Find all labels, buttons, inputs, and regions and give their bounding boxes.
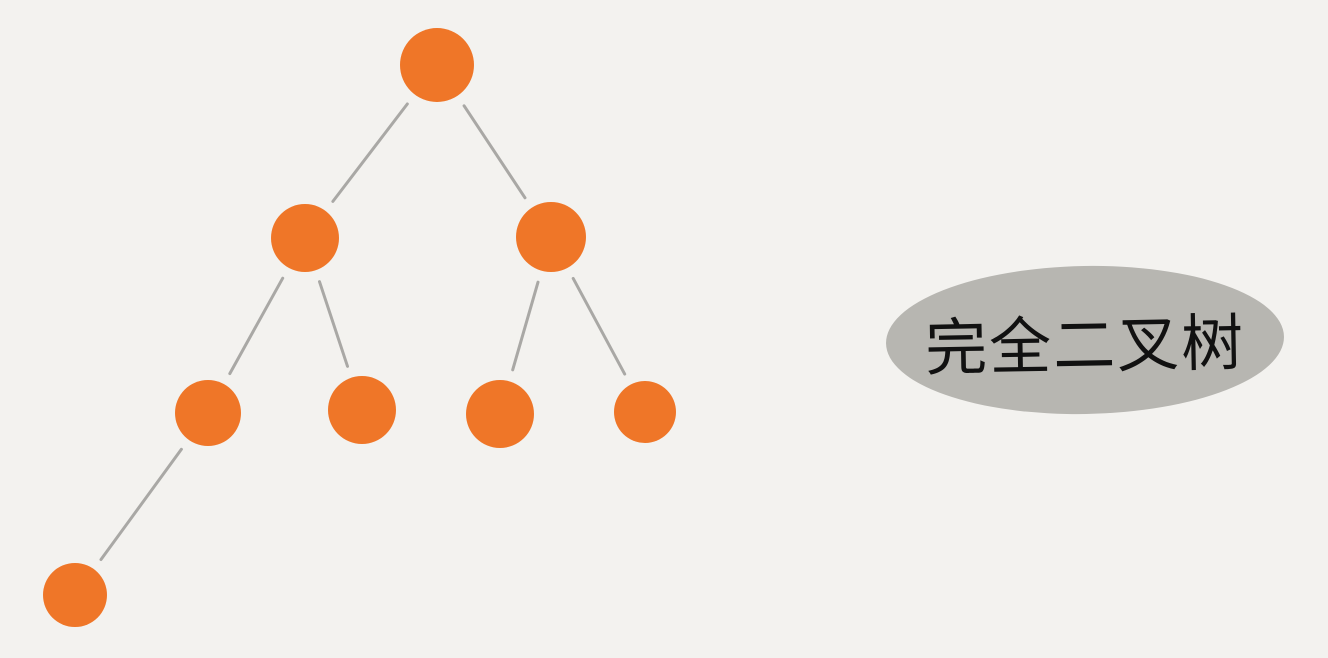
edge-root-r [462,104,527,200]
edge-r-rl [511,280,540,372]
tree-node-lll [43,563,107,627]
tree-edges [99,102,627,561]
tree-type-label: 完全二叉树 [924,306,1246,385]
edge-r-rr [571,276,627,376]
tree-nodes [43,28,676,627]
tree-node-root [400,28,474,102]
edge-l-lr [318,280,349,368]
tree-node-rr [614,381,676,443]
tree-node-lr [328,376,396,444]
tree-node-ll [175,380,241,446]
tree-node-r [516,202,586,272]
tree-node-rl [466,380,534,448]
edge-root-l [331,102,409,203]
edge-l-ll [228,276,285,376]
edge-ll-lll [99,447,183,561]
tree-node-l [271,204,339,272]
